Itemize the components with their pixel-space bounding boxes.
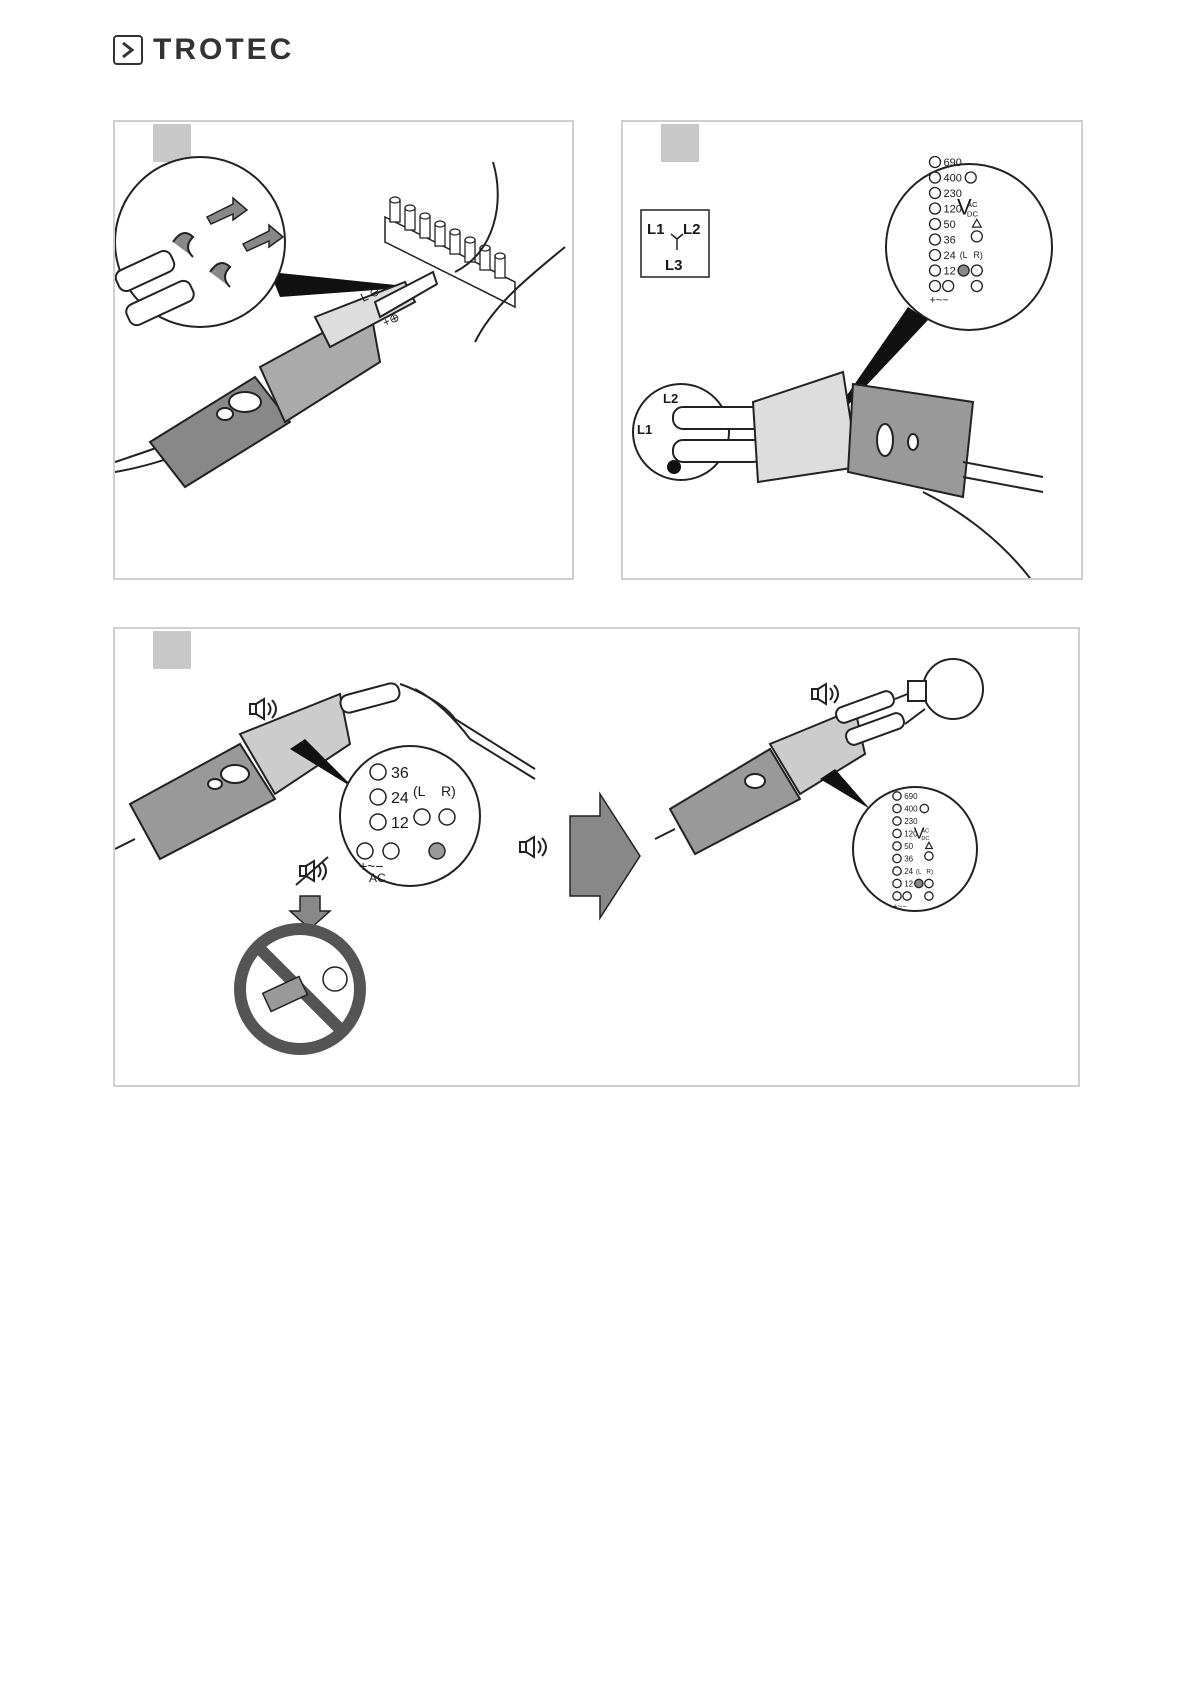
led-indicator <box>930 234 941 245</box>
led-indicator <box>893 817 901 825</box>
dc-label: DC <box>921 836 929 842</box>
continuity-led-lit <box>429 843 445 859</box>
led-indicator <box>893 842 901 850</box>
led-value-690: 690 <box>904 792 918 801</box>
led-value-400: 400 <box>904 804 918 813</box>
rotation-right-led <box>971 265 982 276</box>
chevron-right-icon <box>113 35 143 65</box>
rotation-left-led <box>915 879 923 887</box>
phase-l3: L3 <box>665 257 683 274</box>
connect-probes-illustration: L ⊖ +⊕ <box>115 122 574 580</box>
led-indicator <box>370 789 386 805</box>
terminal-l1: L1 <box>637 422 652 437</box>
dc-label: DC <box>967 209 979 218</box>
ac-label: AC <box>967 200 978 209</box>
led-value-24: 24 <box>944 250 956 262</box>
phase-l2: L2 <box>683 221 701 238</box>
speaker-sound-icon <box>250 699 276 719</box>
high-voltage-led <box>920 804 928 812</box>
led-indicator <box>893 854 901 862</box>
led-value-12: 12 <box>944 265 956 277</box>
rotation-left-led <box>958 265 969 276</box>
led-value-400: 400 <box>944 172 962 184</box>
warning-led <box>971 231 982 242</box>
led-indicator <box>930 188 941 199</box>
prohibited-icon <box>240 929 360 1049</box>
zoom-led-value-24: 24 <box>391 790 409 807</box>
led-indicator <box>370 764 386 780</box>
speaker-sound-icon <box>812 684 838 704</box>
warning-led <box>925 852 933 860</box>
light-bulb <box>923 659 983 719</box>
rotation-right-led <box>925 879 933 887</box>
high-voltage-led <box>965 172 976 183</box>
speaker-sound-icon <box>520 837 546 857</box>
led-indicator <box>893 867 901 875</box>
led-indicator <box>930 219 941 230</box>
led-value-690: 690 <box>944 157 962 169</box>
zoom-led-value-36: 36 <box>391 765 409 782</box>
led-indicator <box>893 804 901 812</box>
led-indicator <box>893 792 901 800</box>
led-value-12: 12 <box>904 879 913 888</box>
led-value-24: 24 <box>904 867 913 876</box>
led-indicator <box>930 265 941 276</box>
led-indicator <box>893 879 901 887</box>
terminal-l2: L2 <box>663 391 678 406</box>
continuity-led <box>971 281 982 292</box>
zoom-rotation-right: R) <box>441 783 456 799</box>
led-indicator <box>930 157 941 168</box>
phase-l1: L1 <box>647 221 665 238</box>
rotation-left-label: (L <box>916 869 922 876</box>
led-indicator <box>370 814 386 830</box>
figure-panel-connect-probes: L ⊖ +⊕ <box>113 120 574 580</box>
led-value-36: 36 <box>944 234 956 246</box>
speaker-muted-icon <box>296 857 328 885</box>
zoom-rotation-left: (L <box>413 783 426 799</box>
rotation-left-label: (L <box>960 250 968 260</box>
ac-label: AC <box>921 828 929 834</box>
led-indicator <box>893 829 901 837</box>
continuity-led <box>925 892 933 900</box>
led-value-36: 36 <box>904 854 913 863</box>
zoom-ac-label: AC <box>369 871 386 885</box>
led-indicator <box>930 203 941 214</box>
brand-name: TROTEC <box>153 33 294 67</box>
led-value-50: 50 <box>944 219 956 231</box>
led-value-50: 50 <box>904 842 913 851</box>
led-indicator <box>930 172 941 183</box>
zoom-led-value-12: 12 <box>391 815 409 832</box>
led-value-230: 230 <box>904 817 918 826</box>
trotec-logo: TROTEC <box>113 33 294 67</box>
arrow-right-large-icon <box>570 794 640 918</box>
acdc-polarity-label: +~− <box>893 902 907 911</box>
rotation-right-label: R) <box>974 250 983 260</box>
acdc-polarity-label: +~− <box>930 295 949 307</box>
rotation-right-label: R) <box>926 869 933 876</box>
led-indicator <box>930 250 941 261</box>
led-zoom-callout <box>886 164 1052 330</box>
